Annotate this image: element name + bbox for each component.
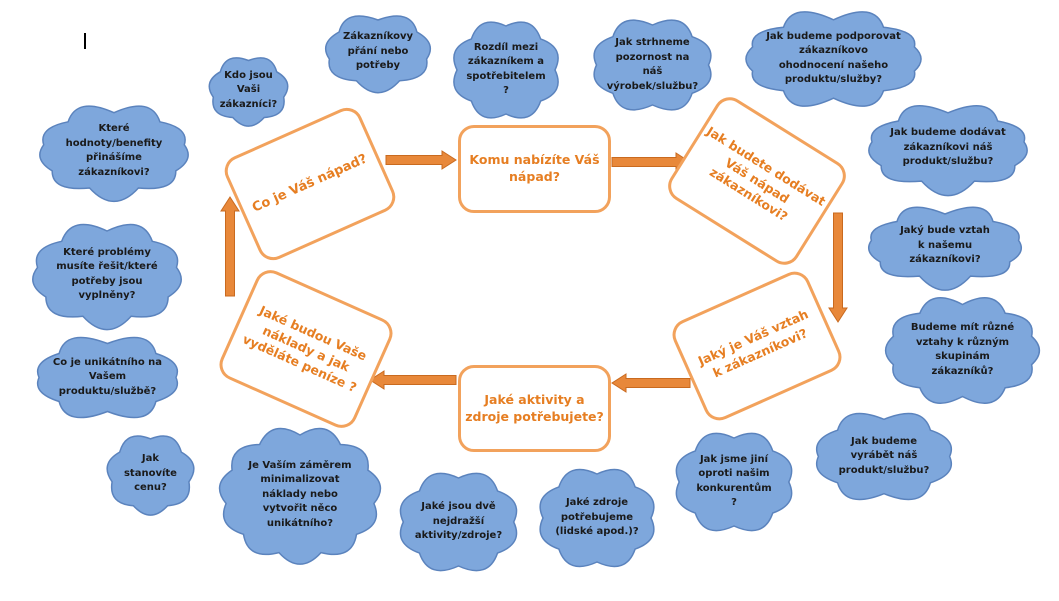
cloud-expensive-shape [399, 472, 518, 572]
cloud-wishes-shape [324, 15, 432, 94]
box-customer-label: Komu nabízíte Váš nápad? [469, 152, 600, 184]
cloud-intent-shape [218, 427, 382, 565]
cloud-resources-shape [539, 468, 655, 568]
cloud-unique-shape [36, 336, 179, 419]
cloud-problems-shape [32, 223, 182, 331]
box-idea-label: Co je Váš nápad? [250, 151, 370, 216]
cloud-competitors-shape [675, 432, 793, 532]
arrows-layer [220, 150, 848, 393]
cloud-produce-shape [815, 412, 953, 501]
arrow-activities-to-costs [369, 370, 457, 390]
clouds-layer [32, 11, 1041, 572]
arrow-idea-to-customer [385, 150, 457, 170]
arrow-relation-to-activities [611, 373, 691, 393]
cloud-difference-shape [453, 21, 559, 119]
cloud-support-rating-shape [745, 11, 922, 107]
cloud-values-shape [39, 105, 189, 202]
box-relation-label: Jaký je Váš vztah k zákazníkovi? [695, 306, 811, 381]
arrow-costs-to-idea [220, 196, 240, 297]
arrow-delivery-to-relation [828, 212, 848, 323]
cloud-attention-shape [593, 19, 712, 111]
cloud-customers-shape [208, 57, 289, 127]
box-customer: Komu nabízíte Váš nápad? [458, 125, 611, 213]
box-costs-label: Jaké budou Vaše náklady a jak vyděláte p… [240, 302, 370, 396]
cloud-relation-question-shape [868, 206, 1022, 291]
text-cursor [84, 33, 86, 49]
cloud-different-relations-shape [884, 297, 1041, 404]
box-activities-label: Jaké aktivity a zdroje potřebujete? [465, 391, 604, 424]
box-activities: Jaké aktivity a zdroje potřebujete? [458, 365, 611, 452]
cloud-price-shape [106, 435, 195, 516]
cloud-deliver-product-shape [868, 105, 1028, 197]
